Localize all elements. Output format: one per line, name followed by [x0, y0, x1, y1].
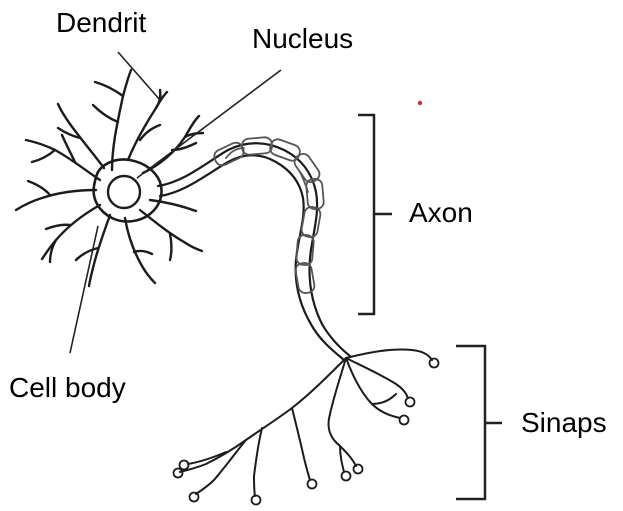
cell-body-label: Cell body [9, 374, 126, 402]
sinaps-label: Sinaps [521, 409, 607, 437]
red-dot [418, 101, 422, 105]
dendrit-label: Dendrit [56, 9, 146, 37]
cell-body-pointer [70, 226, 98, 353]
nucleus [108, 176, 140, 208]
axon-bracket [358, 115, 392, 314]
dendrites [16, 70, 203, 286]
axon-terminals [180, 349, 432, 496]
sinaps-bracket [456, 346, 502, 499]
synaptic-knobs [174, 359, 439, 505]
axon [158, 143, 350, 360]
axon-label: Axon [409, 199, 473, 227]
nucleus-label: Nucleus [252, 25, 353, 53]
